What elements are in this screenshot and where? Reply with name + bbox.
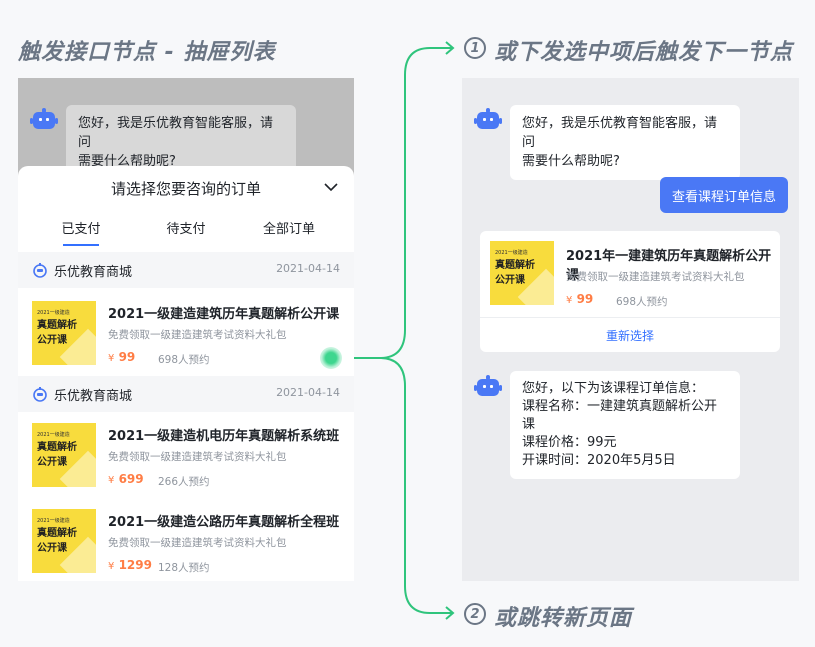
booking-count: 128人预约 [158,562,210,574]
step-two-badge: 2 [464,603,486,625]
course-item[interactable]: 2021一级建造 真题解析公开课 2021一级建造建筑历年真题解析公开课 免费领… [18,289,354,375]
bottom-heading: 或跳转新页面 [494,606,633,631]
thumb-caption: 2021一级建造 [495,250,528,256]
tab-paid[interactable]: 已支付 [61,222,101,237]
tab-unpaid[interactable]: 待支付 [166,222,206,237]
order-info-line: 开课时间：2020年5月5日 [522,453,676,468]
selection-indicator-dot [320,347,342,369]
left-heading: 触发接口节点 - 抽屉列表 [18,40,276,65]
thumb-title: 真题解析公开课 [37,442,77,468]
card-divider [480,317,780,318]
course-item[interactable]: 2021一级建造 真题解析公开课 2021一级建造公路历年真题解析全程班 免费领… [18,497,354,581]
shop-header: 乐优教育商城 2021-04-14 [18,252,354,288]
course-item[interactable]: 2021一级建造 真题解析公开课 2021年一建建筑历年真题解析公开课 免费领取… [480,231,780,317]
course-price: ¥ 699 [108,472,144,486]
course-title: 2021年一建建筑历年真题解析公开课 [566,249,772,283]
order-info-line: 课程名称：一建建筑真题解析公开课 [522,399,718,432]
active-tab-indicator [63,244,99,246]
course-title: 2021一级建造公路历年真题解析全程班 [108,515,340,530]
arrowhead-step-two [445,606,455,620]
bot-avatar-icon [474,108,502,129]
thumb-title: 真题解析公开课 [495,260,535,286]
arrowhead-step-one [445,41,455,55]
booking-count: 698人预约 [158,354,210,366]
bot-avatar-icon [474,375,502,396]
thumb-title: 真题解析公开课 [37,320,77,346]
drawer-title: 请选择您要咨询的订单 [110,180,261,198]
thumb-caption: 2021一级建造 [37,518,70,524]
order-info-line: 您好，以下为该课程订单信息： [522,381,705,396]
course-thumbnail: 2021一级建造 真题解析公开课 [490,241,554,305]
shop-header: 乐优教育商城 2021-04-14 [18,376,354,412]
right-heading: 或下发选中项后触发下一节点 [494,40,794,65]
shop-name: 乐优教育商城 [54,265,133,280]
order-tabs: 已支付 待支付 全部订单 [18,218,354,248]
selected-course-card: 2021一级建造 真题解析公开课 2021年一建建筑历年真题解析公开课 免费领取… [480,231,780,352]
course-thumbnail: 2021一级建造 真题解析公开课 [32,423,96,487]
left-phone-screen: 您好，我是乐优教育智能客服，请问 需要什么帮助呢? 请选择您要咨询的订单 已支付… [18,78,354,581]
order-info-bubble: 您好，以下为该课程订单信息： 课程名称：一建建筑真题解析公开课 课程价格：99元… [510,371,740,479]
booking-count: 698人预约 [616,296,668,308]
step-one-badge: 1 [464,37,486,59]
bot-avatar-icon [30,108,58,129]
course-price: ¥ 1299 [108,558,152,572]
course-title: 2021一级建造机电历年真题解析系统班 [108,429,340,444]
shop-bot-icon [33,387,47,402]
course-title: 2021一级建造建筑历年真题解析公开课 [108,307,340,322]
shop-name: 乐优教育商城 [54,389,133,404]
course-thumbnail: 2021一级建造 真题解析公开课 [32,509,96,573]
thumb-caption: 2021一级建造 [37,310,70,316]
thumb-caption: 2021一级建造 [37,432,70,438]
right-phone-screen: 您好，我是乐优教育智能客服，请问 需要什么帮助呢? 查看课程订单信息 2021一… [462,78,799,581]
view-order-info-button[interactable]: 查看课程订单信息 [660,177,788,213]
greeting-line-2: 需要什么帮助呢? [78,154,176,169]
course-subtitle: 免费领取一级建造建筑考试资料大礼包 [566,271,745,283]
connector-to-step-two [379,357,452,614]
greeting-bubble: 您好，我是乐优教育智能客服，请问 需要什么帮助呢? [510,105,740,180]
tab-all-orders[interactable]: 全部订单 [262,222,315,237]
course-subtitle: 免费领取一级建造建筑考试资料大礼包 [108,329,287,341]
greeting-line-2: 需要什么帮助呢? [522,154,620,169]
thumb-title: 真题解析公开课 [37,528,77,554]
course-thumbnail: 2021一级建造 真题解析公开课 [32,301,96,365]
greeting-line-1: 您好，我是乐优教育智能客服，请问 [78,116,274,150]
booking-count: 266人预约 [158,476,210,488]
course-price: ¥ 99 [108,350,136,364]
order-date: 2021-04-14 [276,262,340,275]
shop-bot-icon [33,263,47,278]
course-price: ¥ 99 [566,292,594,306]
greeting-line-1: 您好，我是乐优教育智能客服，请问 [522,116,718,150]
reselect-link[interactable]: 重新选择 [605,329,654,343]
order-date: 2021-04-14 [276,386,340,399]
course-item[interactable]: 2021一级建造 真题解析公开课 2021一级建造机电历年真题解析系统班 免费领… [18,411,354,497]
course-subtitle: 免费领取一级建造建筑考试资料大礼包 [108,537,287,549]
course-subtitle: 免费领取一级建造建筑考试资料大礼包 [108,451,287,463]
order-drawer: 请选择您要咨询的订单 已支付 待支付 全部订单 乐优教育商城 2021-04-1… [18,166,354,581]
order-info-line: 课程价格：99元 [522,435,617,450]
connector-to-step-one [342,47,452,359]
chevron-down-icon[interactable] [322,178,340,196]
